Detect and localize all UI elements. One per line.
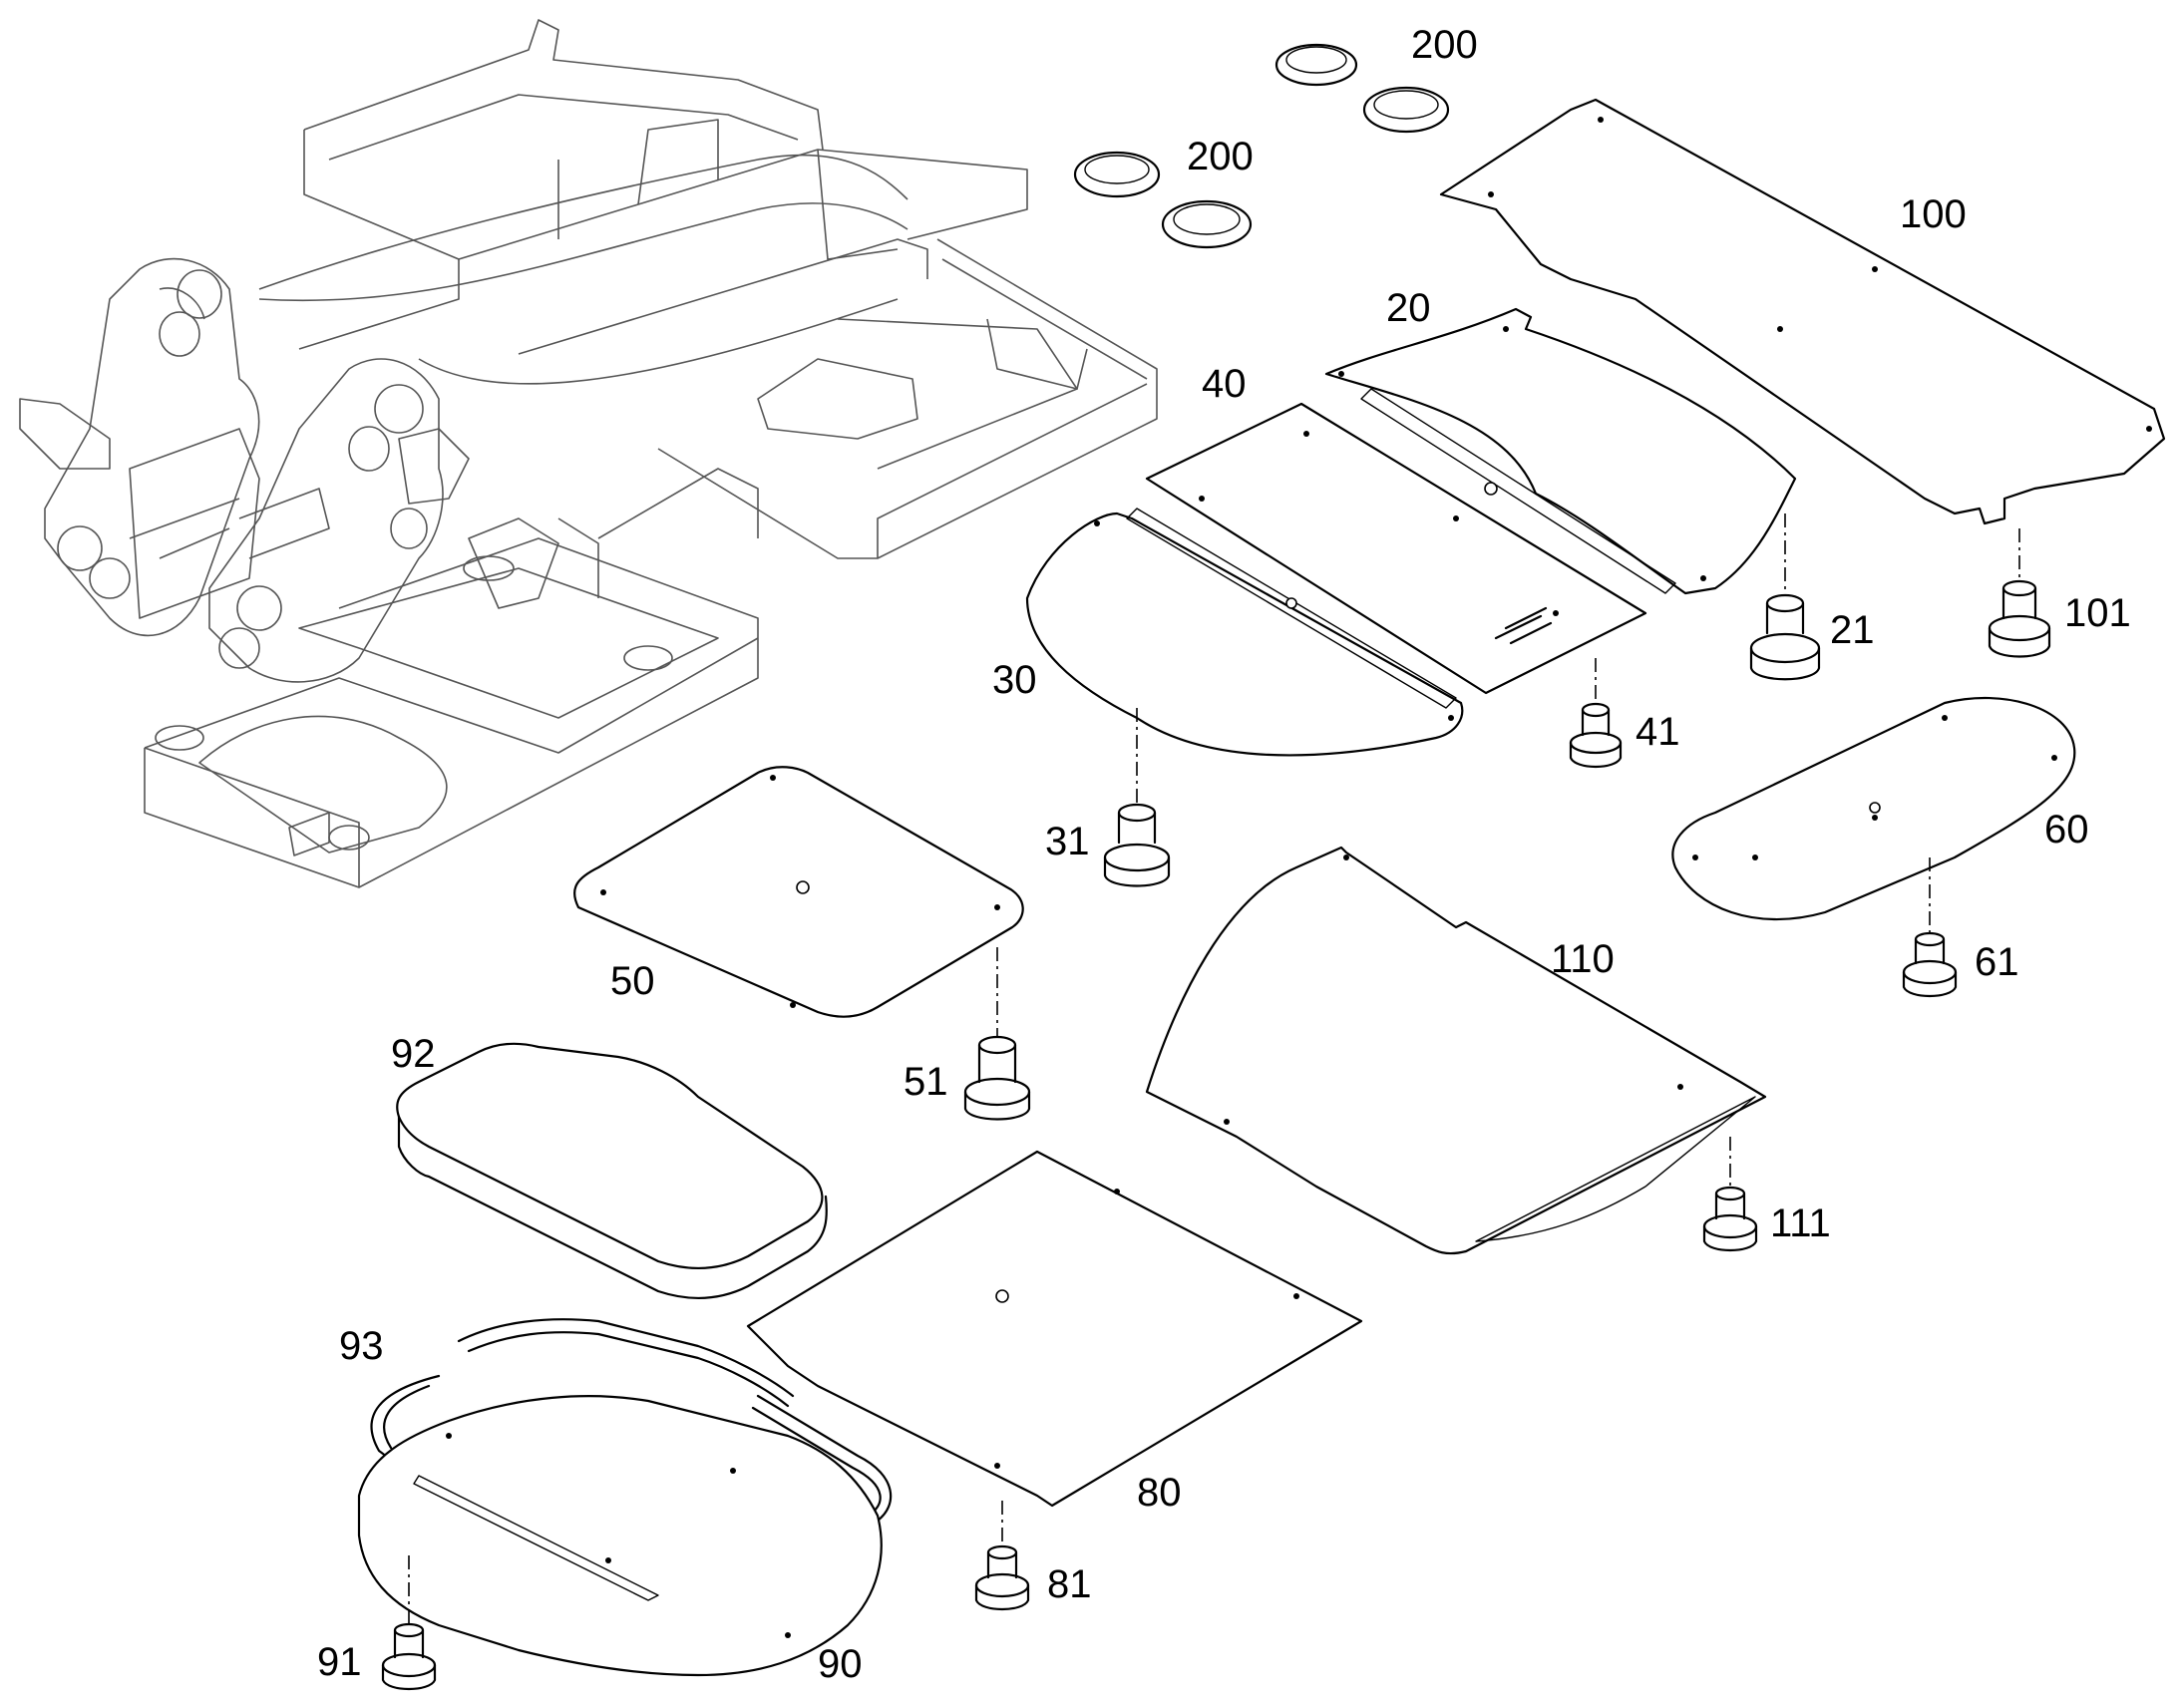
bolt-81 xyxy=(974,1501,1030,1610)
callout-41: 41 xyxy=(1635,710,1680,754)
plate-60 xyxy=(1671,696,2076,921)
bolt-31 xyxy=(1103,708,1171,887)
bolt-91 xyxy=(381,1555,437,1690)
callout-92: 92 xyxy=(391,1032,436,1076)
plate-30 xyxy=(1025,508,1464,757)
callout-91: 91 xyxy=(317,1640,362,1684)
plate-110 xyxy=(1145,846,1767,1255)
plate-50 xyxy=(572,766,1024,1018)
bolt-101 xyxy=(1988,528,2051,658)
plate-80 xyxy=(746,1150,1363,1508)
plate-100 xyxy=(1439,98,2166,525)
callout-21: 21 xyxy=(1830,608,1875,652)
callout-50: 50 xyxy=(610,959,655,1003)
callout-100: 100 xyxy=(1900,192,1967,236)
bolts xyxy=(381,513,2051,1690)
callout-111: 111 xyxy=(1770,1201,1831,1245)
callout-60: 60 xyxy=(2044,808,2089,852)
rings-200 xyxy=(1073,43,1450,249)
callouts: 200 200 100 20 40 30 21 101 41 31 60 61 … xyxy=(317,23,2131,1686)
callout-40: 40 xyxy=(1202,362,1247,406)
main-frame xyxy=(19,19,1158,888)
callout-101: 101 xyxy=(2064,591,2131,635)
bolt-21 xyxy=(1749,513,1821,681)
bolt-61 xyxy=(1902,857,1958,997)
callout-30: 30 xyxy=(992,658,1037,702)
callout-31: 31 xyxy=(1045,820,1090,863)
callout-200-left: 200 xyxy=(1187,135,1254,178)
callout-93: 93 xyxy=(339,1324,384,1368)
plate-90 xyxy=(357,1395,883,1677)
bolt-41 xyxy=(1569,658,1623,768)
callout-20: 20 xyxy=(1386,286,1431,330)
callout-90: 90 xyxy=(818,1642,863,1686)
callout-81: 81 xyxy=(1047,1562,1092,1606)
callout-110: 110 xyxy=(1551,937,1615,981)
callout-61: 61 xyxy=(1975,940,2019,984)
bolt-51 xyxy=(963,947,1031,1121)
bolt-111 xyxy=(1702,1137,1758,1251)
callout-80: 80 xyxy=(1137,1471,1182,1515)
cushion-92 xyxy=(396,1042,828,1299)
plate-20 xyxy=(1324,307,1797,595)
plate-40 xyxy=(1145,402,1647,695)
callout-51: 51 xyxy=(904,1060,948,1104)
callout-200-top: 200 xyxy=(1411,23,1478,67)
